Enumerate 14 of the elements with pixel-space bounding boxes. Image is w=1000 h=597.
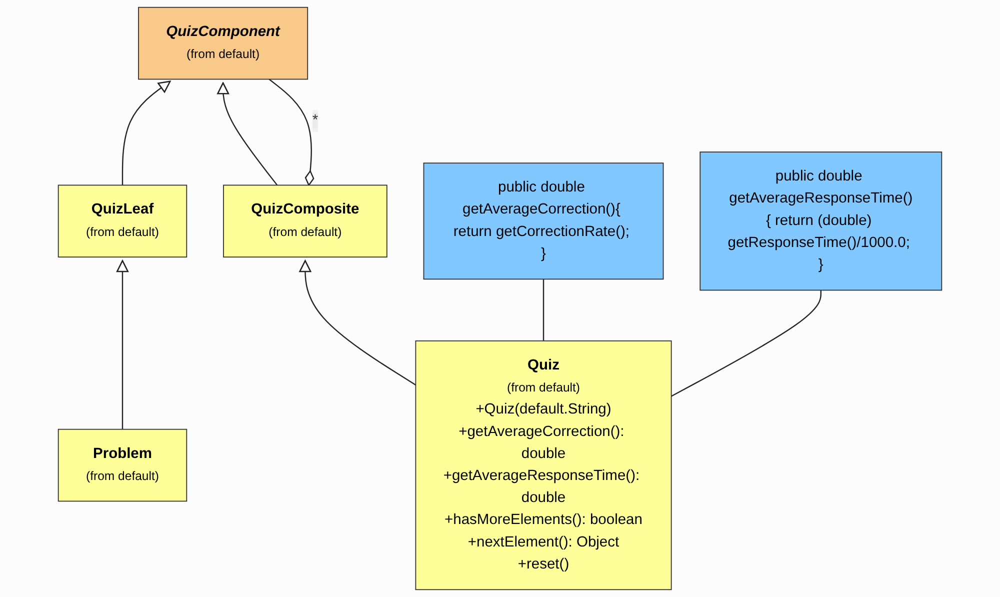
inheritance-arrow bbox=[217, 82, 278, 186]
note-link-line bbox=[671, 290, 822, 397]
class-box: Quiz (from default) +Quiz(default.String) +getAverageCorrection(): double +getAverageResponseTime(): double +hasMoreElements(): boolean +nextElement(): Object +reset() bbox=[415, 340, 672, 590]
class-box: Problem (from default) bbox=[58, 428, 188, 502]
note-link-line bbox=[542, 279, 544, 341]
inheritance-arrow bbox=[122, 80, 171, 186]
note-box: public double getAverageResponseTime(){ return (double) getResponseTime()/1000.0; } bbox=[700, 152, 942, 291]
class-box: QuizLeaf (from default) bbox=[58, 184, 188, 258]
note-box: public double getAverageCorrection(){ return getCorrectionRate(); } bbox=[423, 162, 664, 280]
multiplicity-label: * bbox=[312, 110, 318, 132]
inheritance-arrow bbox=[116, 260, 128, 430]
class-box: QuizComposite (from default) bbox=[223, 184, 388, 258]
aggregation-line bbox=[268, 78, 314, 186]
inheritance-arrow bbox=[299, 260, 416, 386]
